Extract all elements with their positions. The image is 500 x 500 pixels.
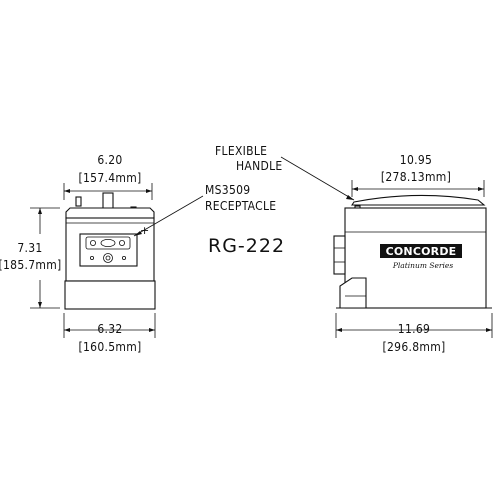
handle-label-line1: FLEXIBLE <box>215 144 267 158</box>
receptacle-label-line1: MS3509 <box>205 183 250 197</box>
receptacle-label-line2: RECEPTACLE <box>205 199 276 213</box>
handle-label-line2: HANDLE <box>236 159 283 173</box>
polarity-plus-icon: + <box>140 224 149 237</box>
side-view: CONCORDE Platinum Series <box>333 194 492 309</box>
front-case-lower <box>64 280 156 310</box>
side-receptacle <box>333 235 346 275</box>
front-bottom-width-label: 6.32 <box>97 322 122 336</box>
front-top-dimension: 6.20 [157.4mm] <box>63 153 153 200</box>
front-case-upper <box>65 207 155 219</box>
front-top-width-label: 6.20 <box>97 153 122 167</box>
handle-callout: FLEXIBLE HANDLE <box>215 144 355 201</box>
concorde-logo: CONCORDE Platinum Series <box>380 244 462 270</box>
logo-brand-text: CONCORDE <box>386 245 457 258</box>
front-height-dimension: 7.31 [185.7mm] <box>0 207 62 309</box>
model-number: RG-222 <box>208 235 285 257</box>
flexible-handle <box>350 194 486 206</box>
side-top-dimension: 10.95 [278.13mm] <box>351 153 485 197</box>
side-top-width-mm-label: [278.13mm] <box>381 170 451 184</box>
receptacle-cap <box>103 253 113 263</box>
side-bottom-width-mm-label: [296.8mm] <box>382 340 445 354</box>
side-foot <box>339 277 367 309</box>
receptacle-callout: MS3509 RECEPTACLE <box>133 183 276 237</box>
front-bottom-dimension: 6.32 [160.5mm] <box>63 313 156 354</box>
side-top-width-label: 10.95 <box>400 153 432 167</box>
front-terminal-left <box>75 196 82 207</box>
side-bottom-dimension: 11.69 [296.8mm] <box>335 313 493 354</box>
receptacle-pin-right <box>119 239 126 246</box>
front-height-label: 7.31 <box>17 241 42 255</box>
front-view: + <box>64 192 156 310</box>
receptacle-pin-left <box>90 239 97 246</box>
receptacle-panel <box>79 233 138 267</box>
front-top-width-mm-label: [157.4mm] <box>78 171 141 185</box>
front-bottom-width-mm-label: [160.5mm] <box>78 340 141 354</box>
receptacle-contact <box>100 238 116 247</box>
front-height-mm-label: [185.7mm] <box>0 258 62 272</box>
logo-series-text: Platinum Series <box>392 261 453 270</box>
receptacle-face <box>85 236 131 250</box>
side-bottom-width-label: 11.69 <box>398 322 430 336</box>
